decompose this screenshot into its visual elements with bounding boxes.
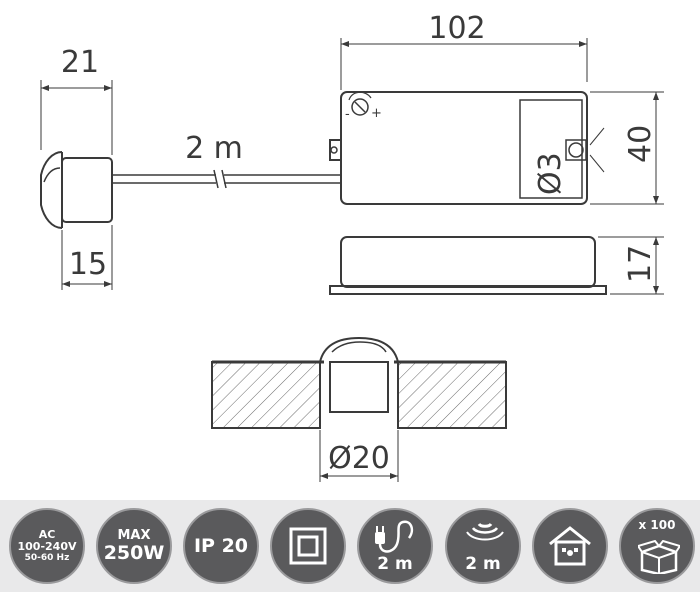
control-box-top: - + Ø3 [329,91,605,205]
dim-label-15: 15 [69,247,107,282]
power-frequency: 50-60 Hz [24,552,70,563]
sensor-head [40,151,113,229]
package-quantity-badge: x 100 [619,508,695,584]
box-icon [638,540,680,574]
cable-length-label: 2 m [377,554,413,574]
mounting-section [211,336,507,429]
dim-box-length: 102 [340,11,588,90]
plug-cable-icon [375,520,414,553]
power-type: AC [38,527,56,541]
range-label: 2 m [465,554,501,574]
dim-box-width: 40 [590,91,664,205]
power-voltage: 100-240V [17,539,77,553]
class-ii-insulation-badge [270,508,346,584]
max-load-badge: MAX 250W [96,508,172,584]
dim-cutout: Ø20 [319,430,399,482]
detection-range-badge: 2 m [445,508,521,584]
dim-box-height: 17 [598,236,664,295]
house-icon [549,526,591,566]
dim-label-21: 21 [61,45,99,80]
dim-label-cable-length: 2 m [185,131,243,166]
cable: 2 m [112,131,340,189]
ip-rating-label: IP 20 [193,535,249,557]
motion-waves-icon [466,522,504,541]
indoor-use-badge [532,508,608,584]
max-power: 250W [103,542,165,564]
power-supply-badge: AC 100-240V 50-60 Hz [9,508,85,584]
dim-label-cable-diameter: Ø3 [533,152,568,195]
dim-label-40: 40 [623,125,658,163]
double-square-icon [289,527,327,565]
max-label: MAX [117,528,151,543]
svg-text:-: - [345,107,350,122]
dim-sensor-depth: 15 [61,225,113,290]
cable-length-badge: 2 m [357,508,433,584]
svg-text:+: + [371,106,382,121]
dim-label-17: 17 [623,245,658,283]
dim-label-102: 102 [428,11,485,46]
technical-drawing: 21 15 2 m - + Ø3 [40,11,664,482]
package-quantity-label: x 100 [638,518,676,532]
ip-rating-badge: IP 20 [183,508,259,584]
control-box-side [329,236,607,295]
dim-label-20: Ø20 [328,441,390,476]
dim-sensor-width: 21 [40,45,113,155]
